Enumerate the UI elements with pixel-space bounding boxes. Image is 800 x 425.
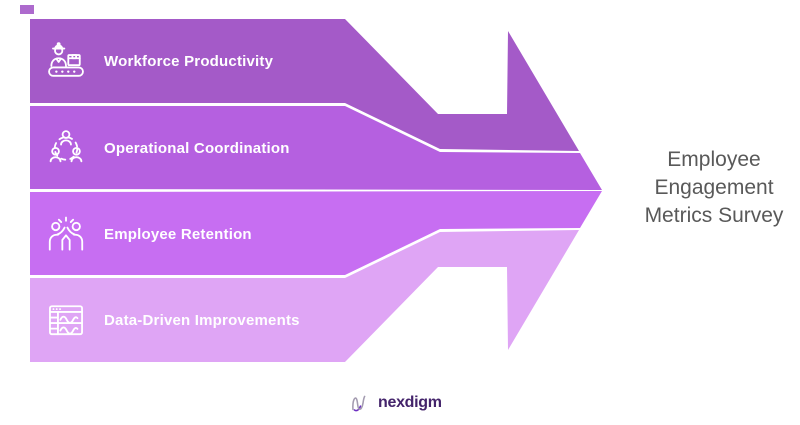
arrow-title-line: Employee	[667, 148, 761, 171]
band-row-employee-retention: Employee Retention	[44, 210, 252, 258]
band-shape-data-driven-improvements	[30, 230, 579, 362]
worker-conveyor-icon	[44, 39, 88, 83]
nexdigm-logo: nexdigm	[350, 391, 442, 415]
arrow-title-line: Engagement	[654, 176, 774, 199]
team-network-icon	[44, 126, 88, 170]
band-row-workforce-productivity: Workforce Productivity	[44, 37, 273, 85]
band-shape-operational-coordination	[30, 106, 602, 190]
arrow-title-line: Metrics Survey	[644, 204, 784, 227]
band-shape-workforce-productivity	[30, 19, 579, 151]
band-label: Data-Driven Improvements	[104, 311, 300, 329]
high-five-icon	[44, 212, 88, 256]
dashboard-charts-icon	[44, 298, 88, 342]
nexdigm-logo-icon	[350, 392, 372, 414]
band-row-operational-coordination: Operational Coordination	[44, 124, 290, 172]
band-row-data-driven-improvements: Data-Driven Improvements	[44, 296, 300, 344]
corner-artifact	[20, 5, 34, 14]
arrow-result-title: Employee Engagement Metrics Survey	[628, 146, 800, 230]
nexdigm-logo-text: nexdigm	[378, 394, 442, 411]
band-label: Employee Retention	[104, 225, 252, 243]
band-label: Operational Coordination	[104, 139, 290, 157]
band-label: Workforce Productivity	[104, 52, 274, 70]
band-shape-employee-retention	[30, 191, 602, 275]
